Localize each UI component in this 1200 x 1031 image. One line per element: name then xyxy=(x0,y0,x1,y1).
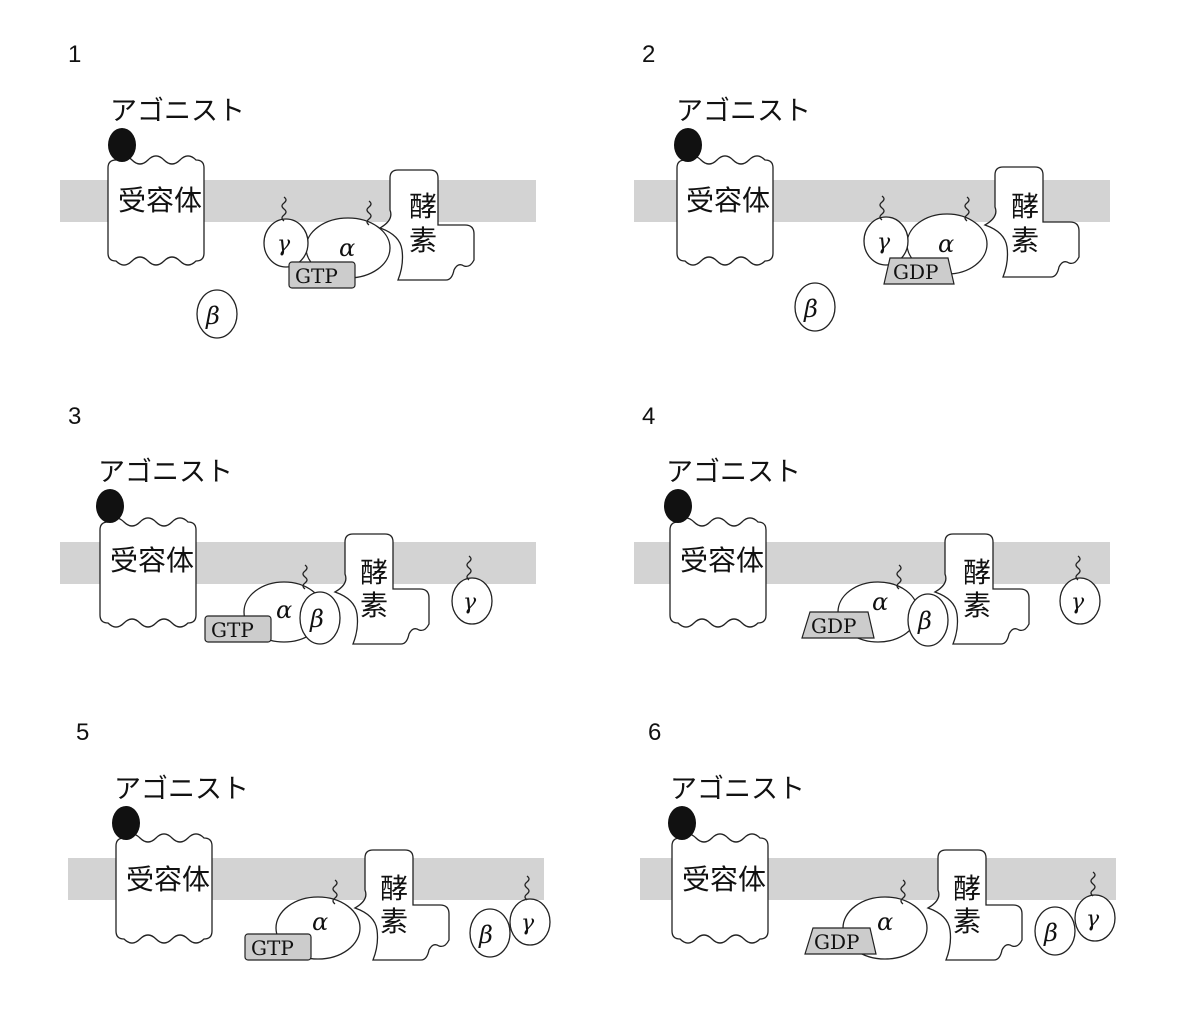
gamma-label: γ xyxy=(463,590,477,615)
enzyme-label-1: 酵 xyxy=(380,872,408,905)
receptor-label: 受容体 xyxy=(110,544,194,577)
gamma-label: γ xyxy=(877,230,891,255)
agonist-label: アゴニスト xyxy=(98,457,233,488)
agonist-label: アゴニスト xyxy=(676,96,811,127)
enzyme-label-1: 酵 xyxy=(409,190,437,223)
receptor-label: 受容体 xyxy=(126,863,210,896)
panel-1: 1 受容体 アゴニスト 酵 素 α γ GTP β xyxy=(60,41,536,339)
gdp-box xyxy=(801,611,875,639)
nucleotide-label: GTP xyxy=(211,618,254,642)
alpha-label: α xyxy=(877,908,893,936)
beta-subunit xyxy=(1034,906,1076,956)
nucleotide-label: GDP xyxy=(893,260,938,284)
panel-number: 2 xyxy=(642,41,655,68)
beta-subunit xyxy=(907,593,949,647)
panel-number: 4 xyxy=(642,403,655,430)
panel-number: 6 xyxy=(648,719,661,746)
enzyme-label-2: 素 xyxy=(380,905,408,938)
panel-number: 5 xyxy=(76,719,89,746)
beta-subunit xyxy=(794,282,836,332)
enzyme-label-1: 酵 xyxy=(953,872,981,905)
gamma-label: γ xyxy=(277,232,291,257)
enzyme-label-2: 素 xyxy=(409,224,437,257)
nucleotide-label: GDP xyxy=(814,930,859,954)
enzyme-label-2: 素 xyxy=(1011,224,1039,257)
beta-label: β xyxy=(1043,919,1058,947)
agonist-ligand xyxy=(112,806,140,840)
gamma-subunit xyxy=(863,216,909,266)
beta-label: β xyxy=(803,295,818,323)
beta-subunit xyxy=(469,908,511,958)
panel-6: 6 受容体 アゴニスト 酵 素 α GDP β γ xyxy=(640,719,1116,961)
beta-label: β xyxy=(205,302,220,330)
gamma-subunit xyxy=(509,898,551,946)
agonist-ligand xyxy=(108,128,136,162)
receptor-label: 受容体 xyxy=(682,863,766,896)
panel-5: 5 受容体 アゴニスト 酵 素 α GTP β γ xyxy=(68,719,551,961)
enzyme-label-2: 素 xyxy=(360,589,388,622)
gdp-box xyxy=(883,257,955,285)
receptor-label: 受容体 xyxy=(118,184,202,217)
gtp-box xyxy=(204,615,272,643)
agonist-label: アゴニスト xyxy=(114,774,249,805)
panel-number: 3 xyxy=(68,403,81,430)
alpha-label: α xyxy=(938,230,954,258)
beta-label: β xyxy=(478,921,493,949)
gamma-label: γ xyxy=(1071,590,1085,615)
beta-subunit xyxy=(196,289,238,339)
nucleotide-label: GTP xyxy=(251,936,294,960)
gamma-subunit xyxy=(1074,894,1116,942)
alpha-label: α xyxy=(276,596,292,624)
gdp-box xyxy=(804,927,877,955)
beta-label: β xyxy=(309,605,324,633)
agonist-label: アゴニスト xyxy=(666,457,801,488)
beta-subunit xyxy=(299,591,341,645)
alpha-label: α xyxy=(312,908,328,936)
receptor-label: 受容体 xyxy=(680,544,764,577)
gamma-subunit xyxy=(263,218,309,268)
receptor-label: 受容体 xyxy=(686,184,770,217)
enzyme-label-2: 素 xyxy=(963,589,991,622)
panel-4: 4 受容体 アゴニスト 酵 素 α β GDP γ xyxy=(634,403,1110,647)
agonist-label: アゴニスト xyxy=(110,96,245,127)
gamma-label: γ xyxy=(521,911,535,936)
gtp-box xyxy=(288,261,356,289)
nucleotide-label: GDP xyxy=(811,614,856,638)
agonist-ligand xyxy=(96,489,124,523)
panel-3: 3 受容体 アゴニスト 酵 素 α β GTP γ xyxy=(60,403,536,645)
agonist-ligand xyxy=(664,489,692,523)
alpha-label: α xyxy=(339,234,355,262)
agonist-ligand xyxy=(674,128,702,162)
gtp-box xyxy=(244,933,312,961)
enzyme-label-1: 酵 xyxy=(1011,190,1039,223)
agonist-label: アゴニスト xyxy=(670,774,805,805)
gamma-label: γ xyxy=(1086,907,1100,932)
enzyme-label-1: 酵 xyxy=(963,556,991,589)
alpha-label: α xyxy=(872,588,888,616)
beta-label: β xyxy=(917,607,932,635)
enzyme-label-1: 酵 xyxy=(360,556,388,589)
enzyme-label-2: 素 xyxy=(953,905,981,938)
gamma-subunit xyxy=(1059,577,1101,625)
panel-2: 2 受容体 アゴニスト 酵 素 α γ GDP β xyxy=(634,41,1110,332)
agonist-ligand xyxy=(668,806,696,840)
gamma-subunit xyxy=(451,577,493,625)
panel-number: 1 xyxy=(68,41,81,68)
nucleotide-label: GTP xyxy=(295,264,338,288)
